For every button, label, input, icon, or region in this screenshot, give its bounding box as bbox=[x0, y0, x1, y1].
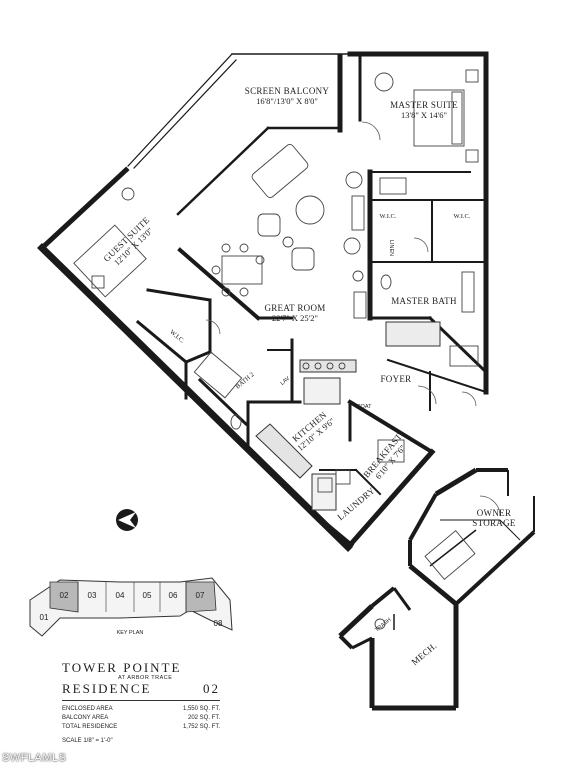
breakfast-table bbox=[377, 439, 405, 463]
label-master-suite: MASTER SUITE bbox=[390, 100, 458, 110]
sofa bbox=[251, 143, 309, 199]
title-tower-pointe: TOWER POINTE bbox=[62, 660, 182, 675]
label-owner-storage-1: OWNER bbox=[477, 508, 512, 518]
scale-note: SCALE 1/8" = 1'-0" bbox=[62, 738, 113, 744]
tub bbox=[449, 345, 479, 367]
vanity bbox=[461, 271, 475, 313]
title-residence-label: RESIDENCE bbox=[62, 681, 152, 696]
dining-table bbox=[221, 255, 263, 285]
label-wic-guest: W.I.C. bbox=[168, 329, 186, 345]
key-unit-01: 01 bbox=[40, 613, 49, 622]
title-unit-number: 02 bbox=[203, 681, 220, 696]
north-arrow bbox=[116, 509, 138, 531]
bathtub bbox=[193, 351, 243, 399]
watermark: SWFLAMLS bbox=[2, 752, 67, 764]
armchair bbox=[374, 72, 394, 92]
guest-bed bbox=[73, 224, 147, 298]
dims-master-suite: 13'8" X 14'6" bbox=[401, 110, 447, 120]
title-residence: RESIDENCE 02 bbox=[62, 681, 220, 697]
key-unit-08: 08 bbox=[214, 619, 223, 628]
label-great-room: GREAT ROOM bbox=[264, 303, 325, 313]
label-coat: COAT bbox=[357, 404, 373, 410]
coffee-table bbox=[295, 195, 325, 225]
label-linen: LINEN bbox=[388, 240, 394, 256]
label-lav: LAV bbox=[280, 376, 292, 387]
master-bed bbox=[413, 89, 465, 147]
lounge-chair bbox=[257, 213, 281, 237]
nightstand bbox=[465, 69, 479, 83]
dims-great-room: 22'7" X 25'2" bbox=[272, 313, 318, 323]
title-arbor-trace: AT ARBOR TRACE bbox=[118, 675, 173, 681]
outer-walls bbox=[37, 51, 489, 552]
label-wic-master-right: W.I.C. bbox=[454, 213, 471, 220]
label-foyer: FOYER bbox=[380, 374, 411, 384]
key-unit-06: 06 bbox=[169, 591, 178, 600]
key-unit-05: 05 bbox=[143, 591, 152, 600]
title-block: TOWER POINTE AT ARBOR TRACE RESIDENCE 02… bbox=[62, 660, 222, 744]
door-swings bbox=[205, 121, 501, 517]
label-wic-master-left: W.I.C. bbox=[380, 213, 397, 220]
key-plan-label: KEY PLAN bbox=[117, 630, 144, 636]
toilet bbox=[380, 274, 392, 290]
label-owner-storage-2: STORAGE bbox=[472, 518, 516, 528]
label-master-bath: MASTER BATH bbox=[391, 296, 457, 306]
chair-guest bbox=[121, 187, 135, 201]
key-unit-07: 07 bbox=[196, 591, 205, 600]
plant bbox=[345, 171, 363, 189]
key-plan: 01 02 03 04 05 06 07 08 KEY PLAN bbox=[29, 577, 233, 637]
label-trash: TRASH bbox=[374, 617, 392, 634]
furniture bbox=[73, 69, 479, 630]
label-laundry: LAUNDRY bbox=[335, 485, 377, 522]
key-unit-04: 04 bbox=[116, 591, 125, 600]
dims-screen-balcony: 16'8"/13'0" X 8'0" bbox=[256, 96, 318, 106]
label-screen-balcony: SCREEN BALCONY bbox=[245, 86, 330, 96]
label-mech: MECH. bbox=[409, 640, 438, 667]
key-unit-03: 03 bbox=[88, 591, 97, 600]
key-unit-02: 02 bbox=[60, 591, 69, 600]
storage-wing-walls bbox=[338, 467, 536, 711]
title-divider bbox=[62, 700, 220, 701]
